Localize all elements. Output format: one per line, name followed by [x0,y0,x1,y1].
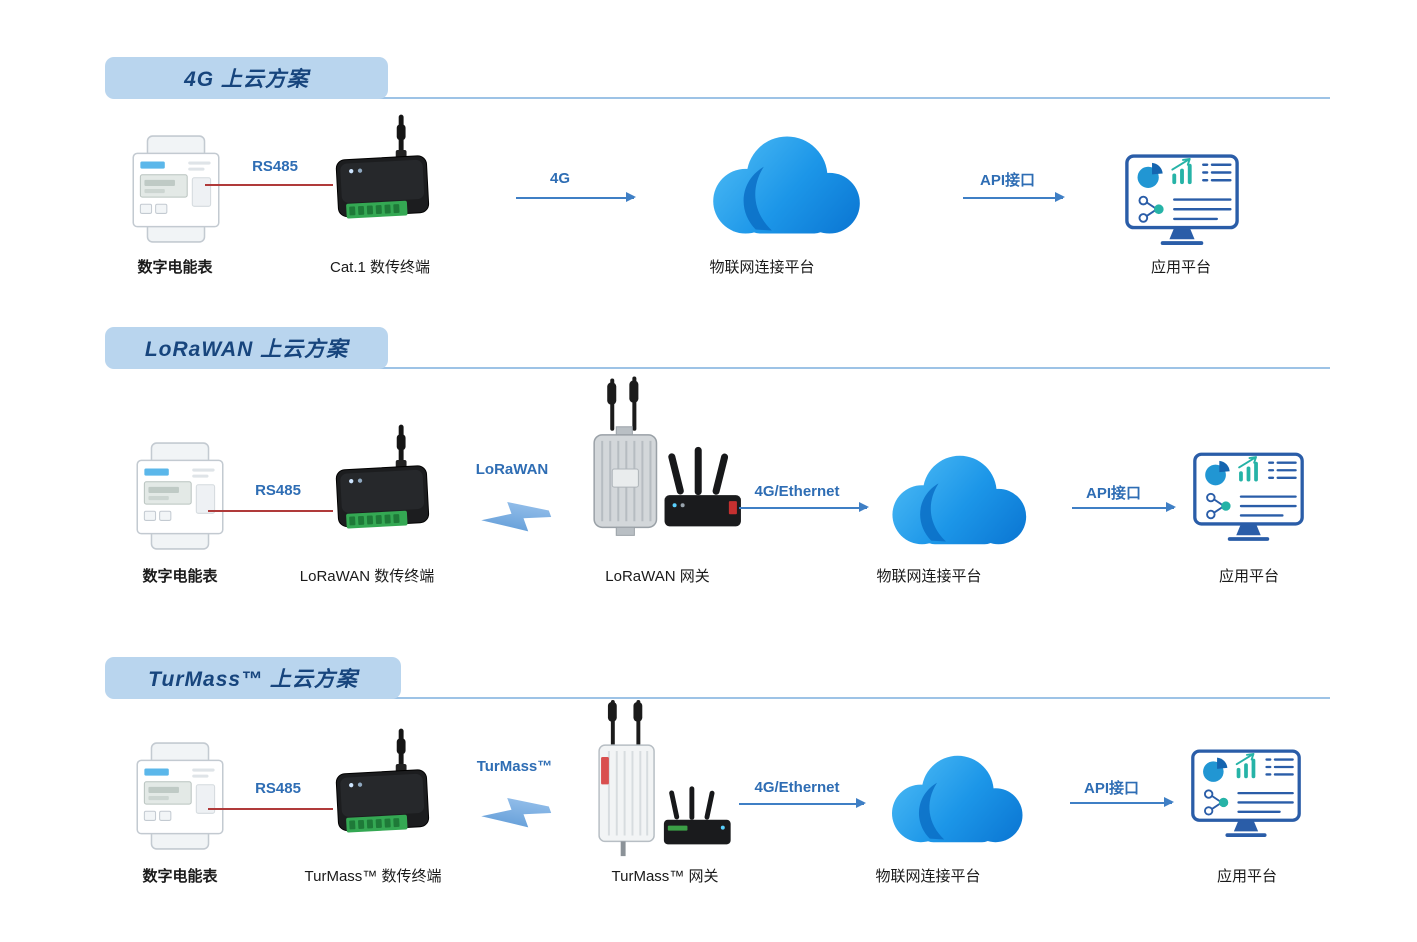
gateway-label: TurMass™ 网关 [611,868,719,885]
energy-meter-icon [122,133,230,245]
dtu-terminal-icon [328,724,436,852]
energy-meter-icon [126,440,234,552]
terminal-label: TurMass™ 数传终端 [304,868,442,885]
meter-label: 数字电能表 [137,259,213,276]
api-arrow [1070,797,1174,808]
cloud-icon [693,128,875,242]
section-title-banner: TurMass™ 上云方案 [105,657,401,699]
app-platform-icon [1124,153,1240,250]
app-platform-label: 应用平台 [1216,868,1277,885]
meter-label: 数字电能表 [142,568,218,585]
rs485-line [205,184,333,186]
app-platform-label: 应用平台 [1218,568,1279,585]
terminal-label: Cat.1 数传终端 [329,259,431,276]
terminal-label: LoRaWAN 数传终端 [299,568,435,585]
app-platform-label: 应用平台 [1150,259,1211,276]
api-label: API接口 [1085,485,1141,502]
rs485-line [208,510,333,512]
wireless-link-label: TurMass™ [476,758,553,775]
uplink-arrow [739,502,869,513]
section-title: LoRaWAN 上云方案 [144,338,349,361]
wireless-link-label: LoRaWAN [475,461,549,478]
uplink-label: 4G/Ethernet [754,779,840,796]
cloud-platform-label: 物联网连接平台 [709,259,815,276]
meter-label: 数字电能表 [142,868,218,885]
cloud-platform-label: 物联网连接平台 [875,868,981,885]
dtu-terminal-icon [328,110,436,238]
section-title-banner: LoRaWAN 上云方案 [105,327,388,369]
section-divider [120,697,1330,699]
api-label: API接口 [1083,780,1139,797]
app-platform-icon [1192,451,1305,546]
section-title: TurMass™ 上云方案 [148,668,358,691]
rs485-label: RS485 [255,482,301,499]
rs485-label: RS485 [252,158,298,175]
cloud-icon [874,446,1040,554]
cloud-icon [874,746,1036,852]
energy-meter-icon [126,740,234,852]
app-platform-icon [1190,748,1302,842]
turmass-gateway-icon [578,700,738,862]
rs485-label: RS485 [255,780,301,797]
link-4g-arrow [516,192,636,203]
section-divider [120,367,1330,369]
rs485-line [208,808,333,810]
uplink-arrow [739,798,866,809]
api-label: API接口 [979,172,1035,189]
dtu-terminal-icon [328,420,436,548]
cloud-platform-label: 物联网连接平台 [876,568,982,585]
wireless-bolt-icon [474,494,558,542]
section-title: 4G 上云方案 [184,68,309,91]
api-arrow [1072,502,1176,513]
link-4g-label: 4G [549,170,570,187]
section-title-banner: 4G 上云方案 [105,57,388,99]
lorawan-gateway-icon [566,376,752,558]
gateway-label: LoRaWAN 网关 [605,568,710,585]
section-divider [120,97,1330,99]
wireless-bolt-icon [474,790,558,838]
api-arrow [963,192,1065,203]
uplink-label: 4G/Ethernet [754,483,840,500]
